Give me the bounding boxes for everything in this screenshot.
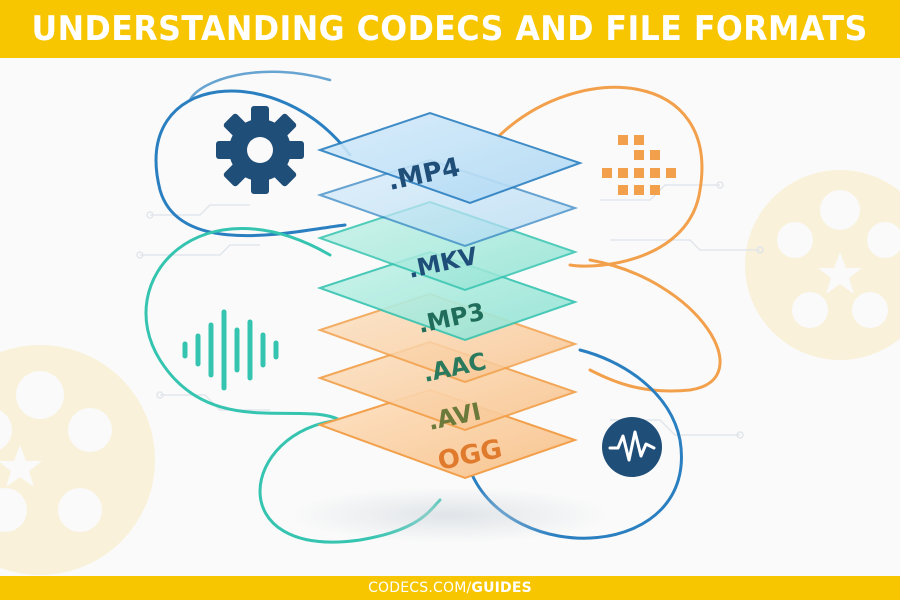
sound-wave-icon	[182, 309, 279, 391]
gear-icon	[216, 106, 304, 194]
pixel-grid-icon	[602, 135, 676, 195]
layer-mkv: .MKV	[316, 200, 579, 292]
footer-section: GUIDES	[471, 580, 532, 596]
layer-aac: .AAC	[316, 292, 579, 388]
title-banner: UNDERSTANDING CODECS AND FILE FORMATS	[0, 0, 900, 58]
flow-lines	[144, 70, 722, 544]
footer-domain: CODECS.COM/	[368, 580, 472, 596]
film-reel-icon	[0, 345, 155, 575]
footer-banner: CODECS.COM/GUIDES	[0, 576, 900, 600]
page-title: UNDERSTANDING CODECS AND FILE FORMATS	[31, 9, 869, 49]
waveform-circle-icon	[602, 417, 662, 477]
footer-link[interactable]: CODECS.COM/GUIDES	[368, 580, 532, 596]
layer-mp4: .MP4	[316, 111, 584, 205]
layer-stack: OGG .AVI .AAC .MP3 .MKV	[316, 111, 584, 480]
stack-shadow	[290, 487, 610, 543]
film-reel-icon	[745, 170, 900, 360]
